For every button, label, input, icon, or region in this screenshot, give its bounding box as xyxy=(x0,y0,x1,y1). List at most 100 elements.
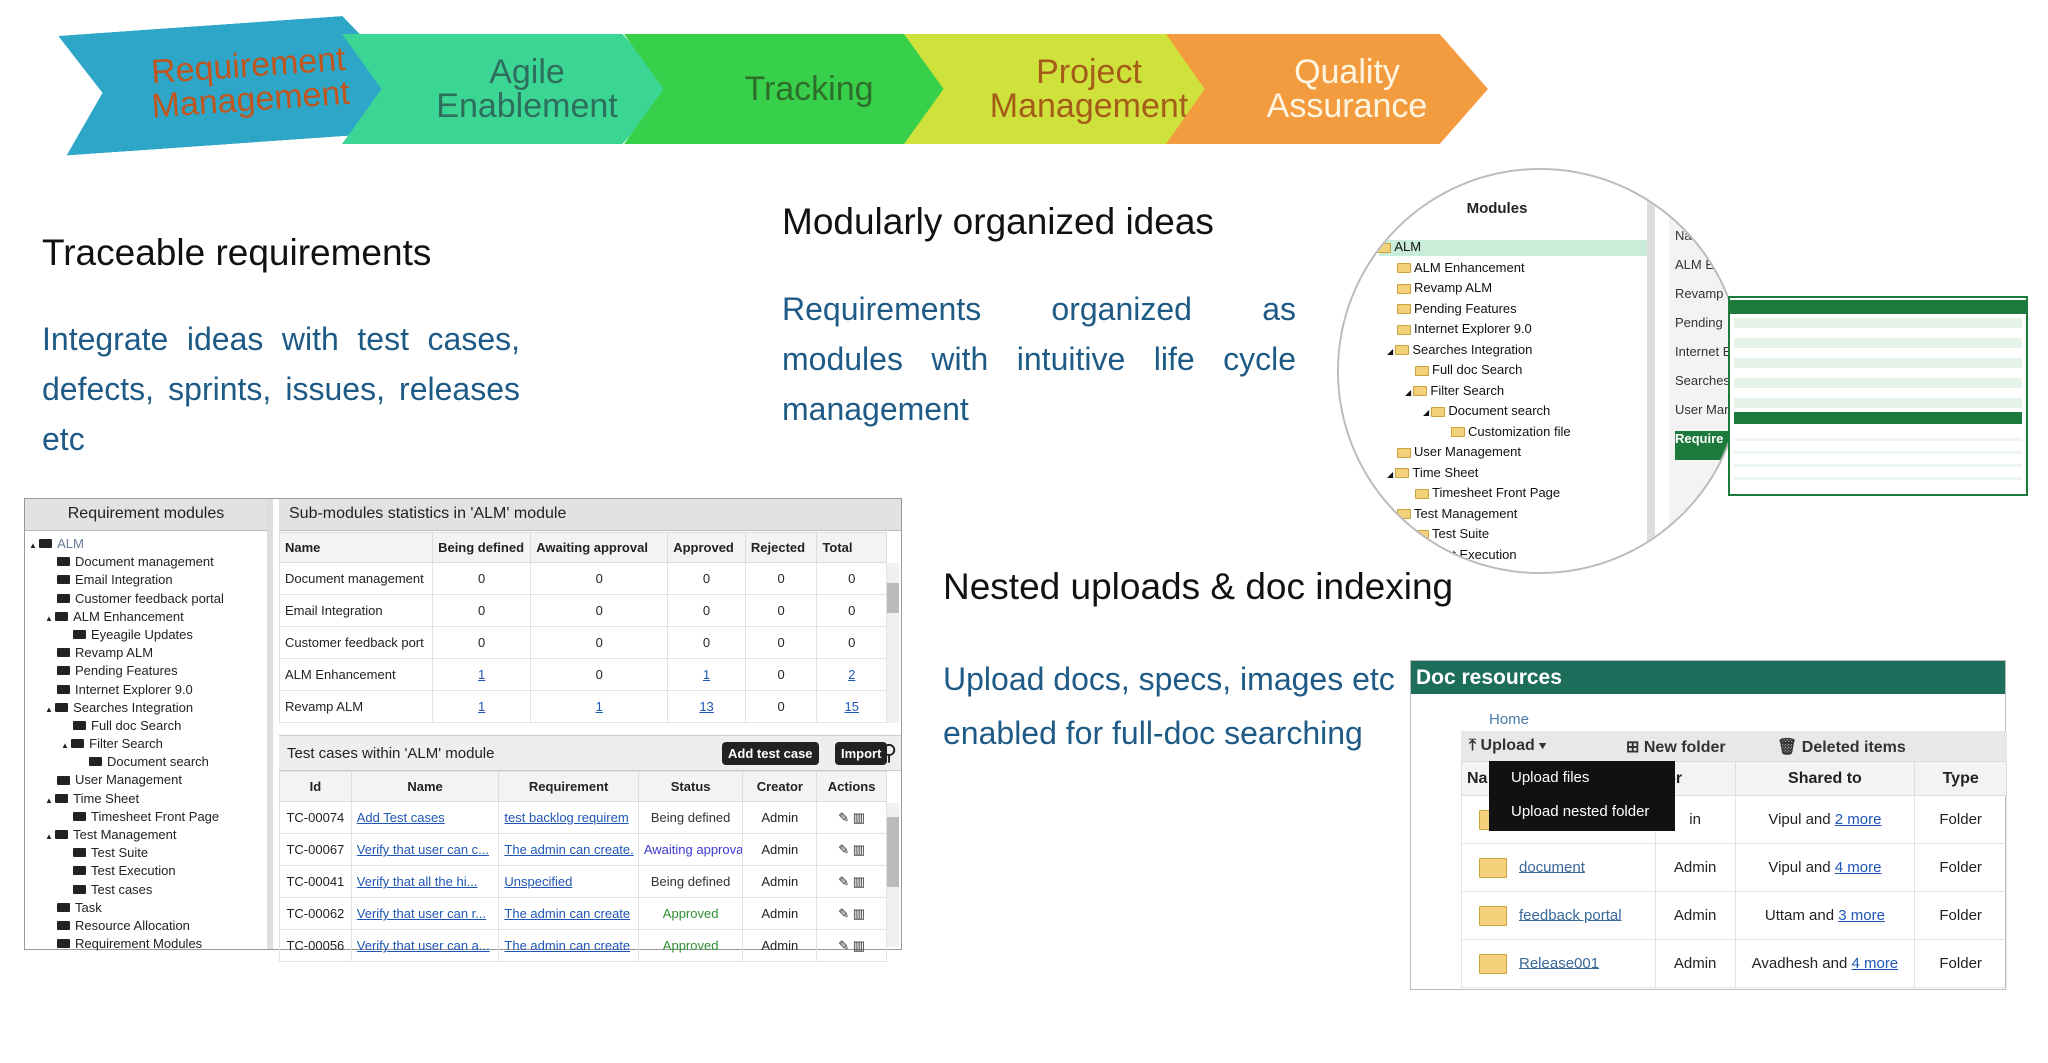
module-node[interactable]: Timesheet Front Page xyxy=(1369,483,1571,504)
tree-node[interactable]: Eyeagile Updates xyxy=(29,626,267,644)
delete-icon[interactable]: ▥ xyxy=(852,873,866,889)
module-node[interactable]: ALM Enhancement xyxy=(1369,258,1571,279)
doc-name-cell[interactable]: Release001 xyxy=(1461,939,1656,988)
tree-node[interactable]: ▲ Searches Integration xyxy=(29,699,267,717)
module-node[interactable]: Revamp ALM xyxy=(1369,278,1571,299)
doc-name-cell[interactable]: feedback portal xyxy=(1461,891,1656,940)
testcase-cell[interactable]: The admin can create. xyxy=(498,833,639,866)
edit-icon[interactable]: ✎ xyxy=(838,937,853,953)
stats-cell[interactable]: 1 xyxy=(432,658,532,691)
stats-column-header[interactable]: Awaiting approval xyxy=(530,532,669,563)
module-node[interactable]: Full doc Search xyxy=(1369,360,1571,381)
expand-arrow-icon[interactable]: ◢ xyxy=(1387,346,1396,356)
edit-icon[interactable]: ✎ xyxy=(838,809,853,825)
expand-arrow-icon[interactable]: ◢ xyxy=(1387,469,1396,479)
testcase-column-header[interactable]: Creator xyxy=(742,771,818,802)
tree-node[interactable]: ▲ ALM Enhancement xyxy=(29,608,267,626)
doc-name-cell[interactable]: document xyxy=(1461,843,1656,892)
edit-icon[interactable]: ✎ xyxy=(838,841,853,857)
module-node[interactable]: Test Suite xyxy=(1369,524,1571,545)
tree-node[interactable]: Customer feedback portal xyxy=(29,590,267,608)
testcase-cell[interactable]: Verify that user can r... xyxy=(350,897,500,930)
module-node[interactable]: ◢ Searches Integration xyxy=(1369,340,1571,361)
doc-column-header[interactable]: Shared to xyxy=(1734,761,1916,796)
module-node[interactable]: Test Management xyxy=(1369,504,1571,525)
deleted-items-button[interactable]: 🗑 Deleted items xyxy=(1777,737,1906,757)
tree-node[interactable]: ▲ Test Management xyxy=(29,826,267,844)
menu-upload-files[interactable]: Upload files xyxy=(1511,769,1590,786)
tree-node[interactable]: Test Execution xyxy=(29,862,267,880)
expand-arrow-icon[interactable]: ▲ xyxy=(45,613,56,623)
module-node[interactable]: ◢ Document search xyxy=(1369,401,1571,422)
tree-node[interactable]: ▲ Time Sheet xyxy=(29,790,267,808)
edit-icon[interactable]: ✎ xyxy=(838,873,853,889)
tree-node[interactable]: User Management xyxy=(29,771,267,789)
tree-node[interactable]: Pending Features xyxy=(29,662,267,680)
testcase-cell[interactable]: The admin can create xyxy=(498,897,639,930)
module-node[interactable]: ◢ ALM xyxy=(1369,237,1571,258)
module-node[interactable]: Customization file xyxy=(1369,422,1571,443)
stats-cell[interactable]: 2 xyxy=(816,658,887,691)
add-test-case-button[interactable]: Add test case xyxy=(722,742,819,765)
testcase-column-header[interactable]: Status xyxy=(637,771,744,802)
tree-node[interactable]: Task xyxy=(29,899,267,917)
tree-node[interactable]: Document management xyxy=(29,553,267,571)
delete-icon[interactable]: ▥ xyxy=(852,937,866,953)
delete-icon[interactable]: ▥ xyxy=(852,841,866,857)
testcase-cell[interactable]: Add Test cases xyxy=(350,801,500,834)
doc-name-link[interactable]: document xyxy=(1519,858,1585,876)
new-folder-button[interactable]: ⊞ New folder xyxy=(1626,737,1726,757)
testcase-column-header[interactable]: Name xyxy=(350,771,500,802)
tree-node[interactable]: ▲ Filter Search xyxy=(29,735,267,753)
stats-cell[interactable]: 1 xyxy=(530,690,669,723)
tree-node[interactable]: Test Suite xyxy=(29,844,267,862)
stats-cell[interactable]: 13 xyxy=(667,690,746,723)
shared-more-link[interactable]: 4 more xyxy=(1851,955,1899,972)
tree-node[interactable]: Email Integration xyxy=(29,571,267,589)
expand-arrow-icon[interactable]: ◢ xyxy=(1423,408,1432,417)
expand-arrow-icon[interactable]: ▲ xyxy=(45,832,56,841)
expand-arrow-icon[interactable]: ◢ xyxy=(1369,244,1378,253)
testcase-column-header[interactable]: Requirement xyxy=(498,771,639,802)
stats-column-header[interactable]: Being defined xyxy=(432,532,532,563)
expand-arrow-icon[interactable]: ◢ xyxy=(1405,387,1414,397)
delete-icon[interactable]: ▥ xyxy=(852,905,866,921)
expand-arrow-icon[interactable]: ▲ xyxy=(29,541,40,550)
testcase-column-header[interactable]: Id xyxy=(279,771,352,802)
shared-more-link[interactable]: 2 more xyxy=(1834,811,1882,828)
module-node[interactable]: ◢ Time Sheet xyxy=(1369,463,1571,484)
breadcrumb-home[interactable]: Home xyxy=(1489,711,1530,728)
testcase-cell[interactable]: Unspecified xyxy=(498,865,639,898)
tree-node[interactable]: Test cases xyxy=(29,881,267,899)
module-node[interactable]: Pending Features xyxy=(1369,299,1571,320)
doc-name-link[interactable]: Release001 xyxy=(1519,954,1600,972)
stats-column-header[interactable]: Total xyxy=(816,532,887,563)
delete-icon[interactable]: ▥ xyxy=(852,809,866,825)
search-icon[interactable]: ⚲ xyxy=(881,740,898,765)
tree-node[interactable]: Revamp ALM xyxy=(29,644,267,662)
module-node[interactable]: User Management xyxy=(1369,442,1571,463)
module-node[interactable]: Test Execution xyxy=(1369,545,1571,566)
testcase-scrollbar[interactable] xyxy=(887,803,899,947)
expand-arrow-icon[interactable]: ▲ xyxy=(45,704,56,714)
module-node[interactable]: Internet Explorer 9.0 xyxy=(1369,319,1571,340)
expand-arrow-icon[interactable]: ▲ xyxy=(61,741,72,751)
testcase-column-header[interactable]: Actions xyxy=(816,771,887,802)
doc-name-link[interactable]: feedback portal xyxy=(1519,906,1622,924)
stats-column-header[interactable]: Rejected xyxy=(744,532,818,563)
stats-cell[interactable]: 1 xyxy=(432,690,532,723)
testcase-cell[interactable]: The admin can create xyxy=(498,929,639,962)
shared-more-link[interactable]: 4 more xyxy=(1834,859,1882,876)
shared-more-link[interactable]: 3 more xyxy=(1838,907,1885,924)
tree-node[interactable]: Timesheet Front Page xyxy=(29,808,267,826)
doc-column-header[interactable]: Type xyxy=(1914,761,2007,796)
edit-icon[interactable]: ✎ xyxy=(838,905,853,921)
expand-arrow-icon[interactable]: ▲ xyxy=(45,795,56,805)
testcase-cell[interactable]: Verify that all the hi... xyxy=(350,865,500,898)
tree-node[interactable]: Internet Explorer 9.0 xyxy=(29,681,267,699)
tree-node[interactable]: Resource Allocation xyxy=(29,917,267,935)
upload-button[interactable]: ⤒ Upload ▾ xyxy=(1469,737,1546,754)
